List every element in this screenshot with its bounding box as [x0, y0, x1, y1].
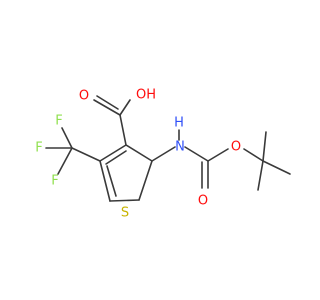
bond-cquat-methyl-right — [262, 160, 291, 175]
atom-f-top: F — [55, 114, 62, 129]
bond-ccarbonyl-oester — [207, 148, 229, 162]
structure-diagram: O OH F F F H N S O O — [35, 88, 291, 221]
bond-c3-c2 — [125, 144, 153, 162]
bond-cacid-o-double-a — [93, 99, 121, 116]
atom-o-carbonyl-acid: O — [79, 89, 89, 104]
bond-c4-c3 — [99, 144, 127, 162]
atom-h-amine: H — [174, 116, 184, 131]
bond-cacid-oh — [119, 99, 131, 116]
bond-s-c5 — [109, 199, 140, 202]
bond-cf3-f-bottom — [57, 147, 73, 175]
bond-n-ccarbonyl — [184, 146, 209, 162]
atom-o-carbonyl-boc: O — [198, 194, 208, 209]
bond-cf3-f-top — [61, 127, 73, 149]
bond-cquat-methyl-bottom — [257, 160, 264, 191]
bond-c2-n — [151, 146, 176, 162]
atom-f-bottom: F — [51, 174, 58, 189]
bond-oester-cquat — [243, 148, 264, 162]
bond-cquat-methyl-top — [262, 131, 267, 162]
atom-o-ester-boc: O — [231, 140, 241, 155]
atom-s-ring: S — [121, 206, 129, 221]
bond-c4-c3-double — [105, 150, 127, 165]
atom-o-hydroxyl: OH — [136, 88, 156, 103]
bond-c3-cacid — [119, 114, 127, 146]
atom-f-mid: F — [35, 141, 42, 156]
atom-n-amine: N — [175, 140, 185, 155]
bond-c4-cf3 — [71, 147, 101, 162]
bond-cacid-o-double-b — [96, 95, 119, 110]
bond-c2-s — [138, 160, 153, 201]
atom-labels: O OH F F F H N S O O — [35, 88, 241, 221]
bond-c5-c4 — [99, 160, 111, 202]
bond-c5-c4-double — [106, 165, 117, 197]
bonds — [45, 95, 291, 202]
